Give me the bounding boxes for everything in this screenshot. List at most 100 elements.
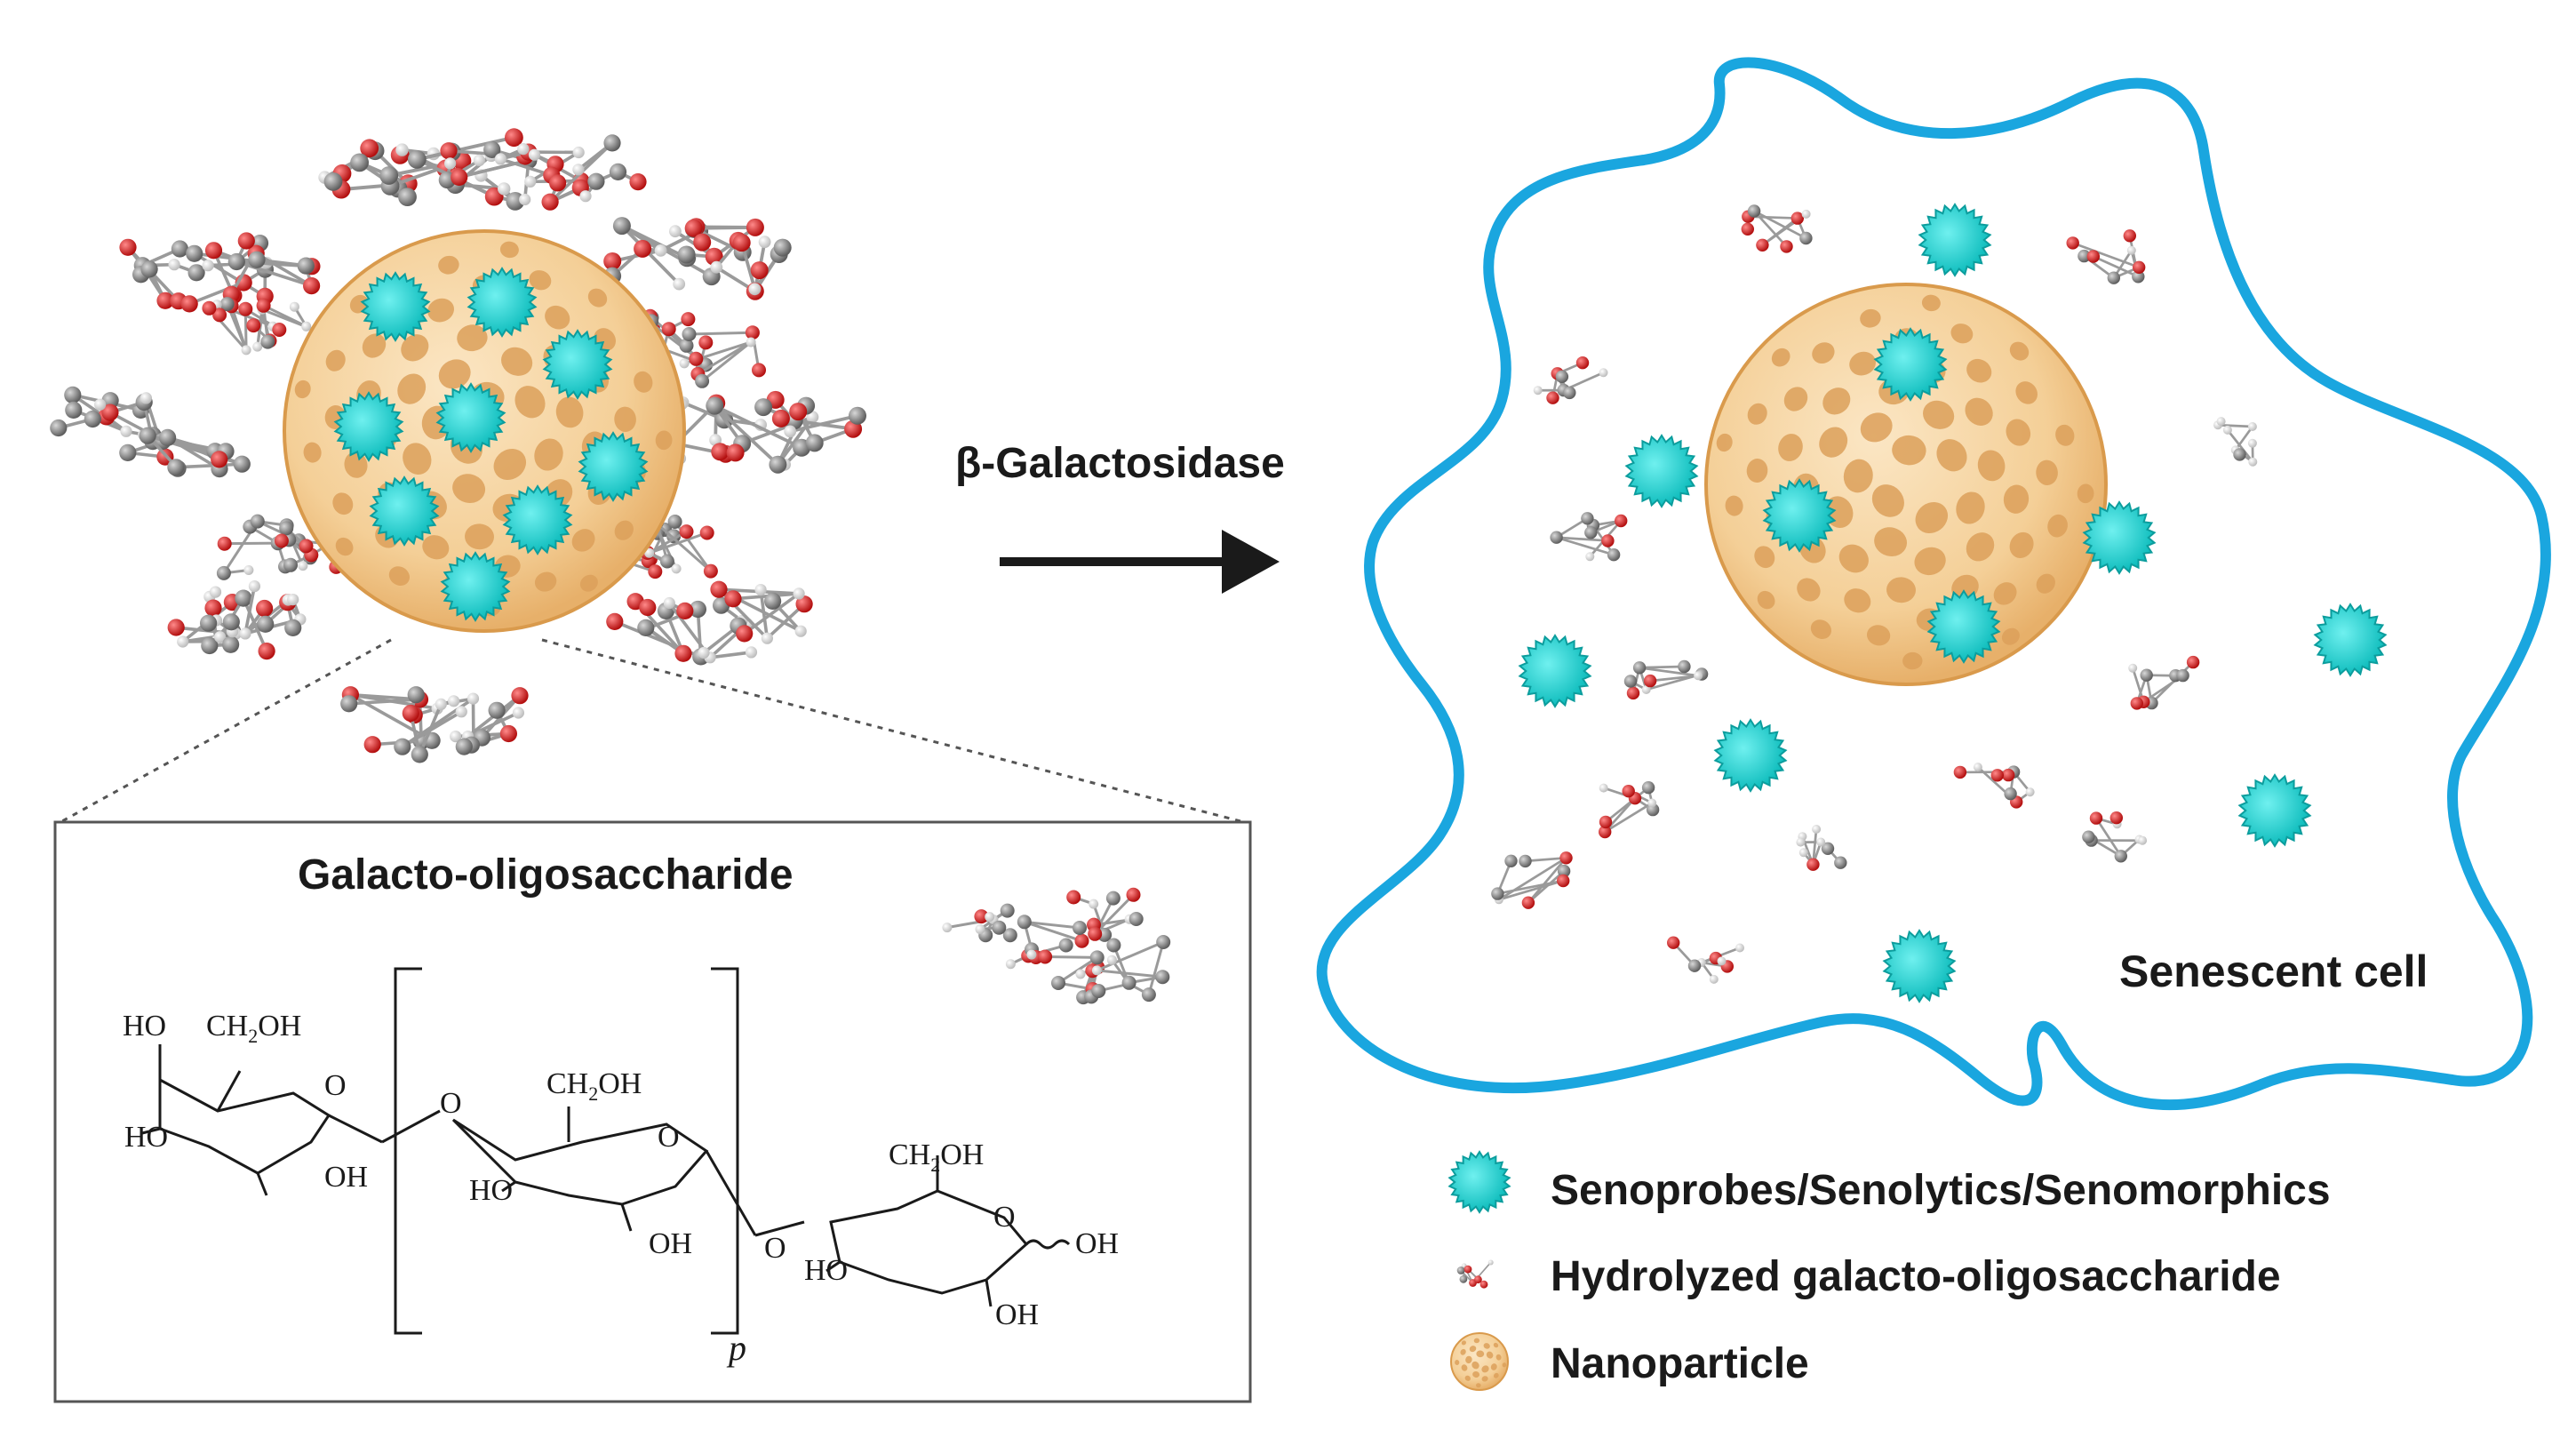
cargo-star-icon: [440, 551, 511, 622]
sugar-molecule: [706, 396, 819, 474]
sugar-molecule: [1599, 781, 1660, 839]
sugar-molecule: [710, 580, 813, 644]
sugar-molecule: [200, 589, 275, 660]
sugar-molecule: [1667, 936, 1744, 984]
chem-label: HO: [804, 1254, 848, 1287]
chem-label-ch2oh: CH2OH: [546, 1067, 642, 1105]
sugar-molecule: [606, 593, 710, 666]
sugar-molecule: [1953, 763, 2035, 809]
chem-label: HO: [124, 1121, 168, 1154]
sugar-molecule: [239, 580, 307, 640]
hydrolyzed-fragments: [1491, 204, 2258, 984]
inset-molecule-model: [942, 887, 1171, 1005]
sugar-molecule: [1456, 1259, 1494, 1289]
sugar-molecule: [222, 232, 321, 303]
internalized-nanoparticle: [1704, 283, 2108, 686]
sugar-molecule: [754, 390, 866, 452]
chem-label: OH: [649, 1227, 692, 1260]
zoom-line-right: [541, 638, 1245, 824]
sugar-molecule: [1491, 851, 1573, 909]
chem-label: O: [993, 1201, 1016, 1234]
sugar-molecule: [710, 231, 792, 300]
reaction-arrow: [1000, 530, 1280, 594]
sugar-molecule: [139, 427, 251, 478]
sugar-molecule: [2082, 811, 2148, 863]
loaded-cargo-stars: [333, 267, 649, 622]
sugar-molecule: [119, 238, 205, 310]
chem-label: p: [726, 1328, 746, 1368]
sugar-molecule: [1796, 825, 1847, 871]
cell-label: Senescent cell: [2119, 947, 2428, 996]
sugar-molecule: [2213, 417, 2258, 467]
cargo-star-icon: [1918, 203, 1992, 277]
chem-label: O: [764, 1232, 786, 1265]
legend-item-hydrolyzed: Hydrolyzed galacto-oligosaccharide: [1456, 1253, 2281, 1300]
sugar-molecule: [50, 386, 150, 441]
enzyme-label: β-Galactosidase: [955, 440, 1285, 487]
sugar-molecule: [644, 515, 718, 579]
cargo-star-icon: [1882, 929, 1957, 1003]
sugar-molecule: [541, 134, 647, 211]
sugar-molecule: [1533, 356, 1608, 404]
legend-star-shape: [1448, 1150, 1511, 1214]
legend: Senoprobes/Senolytics/Senomorphics Hydro…: [1448, 1150, 2331, 1391]
cargo-star-icon: [435, 382, 506, 453]
chemical-structure: [141, 967, 1071, 1335]
sugar-molecule: [340, 686, 443, 758]
released-cargo-stars: [1518, 203, 2388, 1003]
chem-label: O: [440, 1087, 462, 1120]
cargo-star-icon: [1762, 478, 1837, 553]
legend-label-senotherapeutics: Senoprobes/Senolytics/Senomorphics: [1551, 1167, 2331, 1214]
structure-inset-box: Galacto-oligosaccharide: [53, 820, 1252, 1403]
cargo-star-icon: [2237, 773, 2312, 848]
chem-label: OH: [995, 1298, 1039, 1331]
inset-title: Galacto-oligosaccharide: [298, 851, 794, 899]
chem-label: O: [324, 1069, 347, 1102]
cargo-star-icon: [502, 484, 573, 555]
sugar-molecule: [1623, 659, 1709, 700]
sugar-molecule: [1066, 887, 1144, 942]
cargo-star-icon: [1518, 634, 1592, 708]
sugar-molecule: [2128, 655, 2200, 710]
sugar-molecule: [202, 297, 287, 356]
sugar-molecule: [679, 325, 766, 388]
cargo-star-icon: [360, 271, 431, 342]
sugar-molecule: [246, 298, 333, 352]
cargo-star-icon: [467, 267, 538, 338]
surface-oligosaccharide-chains: [50, 128, 866, 763]
cargo-star-icon: [369, 475, 440, 547]
senescent-cell-membrane: [1316, 57, 2551, 1111]
senotherapeutic-star-icon: [1448, 1150, 1511, 1214]
chem-label: OH: [1075, 1227, 1119, 1260]
sugar-molecule: [942, 903, 1017, 943]
chem-label: O: [658, 1121, 680, 1154]
sugar-molecule: [450, 687, 529, 755]
cargo-star-icon: [1624, 434, 1699, 508]
sugar-molecule: [1550, 512, 1628, 562]
sugar-molecule: [394, 686, 480, 763]
sugar-molecule: [1091, 935, 1171, 1003]
chem-label-ch2oh: CH2OH: [206, 1010, 301, 1047]
legend-label-hydrolyzed: Hydrolyzed galacto-oligosaccharide: [1551, 1253, 2281, 1300]
legend-label-nanoparticle: Nanoparticle: [1551, 1340, 1809, 1387]
legend-item-nanoparticle: Nanoparticle: [1450, 1332, 1809, 1391]
nanoparticle-icon: [1450, 1332, 1509, 1391]
chem-label: HO: [123, 1010, 166, 1043]
cargo-star-icon: [578, 431, 649, 502]
cargo-star-icon: [2082, 500, 2157, 575]
cargo-star-icon: [1713, 718, 1788, 793]
nanoparticle-pores: [294, 241, 673, 617]
cargo-star-icon: [2313, 603, 2388, 677]
sugar-molecule: [1741, 204, 1813, 253]
sugar-molecule: [669, 218, 764, 266]
cargo-star-icon: [542, 329, 613, 400]
hydrolyzed-sugar-icon: [1456, 1259, 1494, 1289]
sugar-molecule: [2066, 229, 2146, 284]
left-nanoparticle: [283, 229, 686, 633]
zoom-line-left: [60, 638, 392, 824]
legend-item-senotherapeutics: Senoprobes/Senolytics/Senomorphics: [1448, 1150, 2331, 1214]
chem-label-ch2oh: CH2OH: [889, 1138, 984, 1176]
sugar-molecule: [274, 521, 337, 572]
